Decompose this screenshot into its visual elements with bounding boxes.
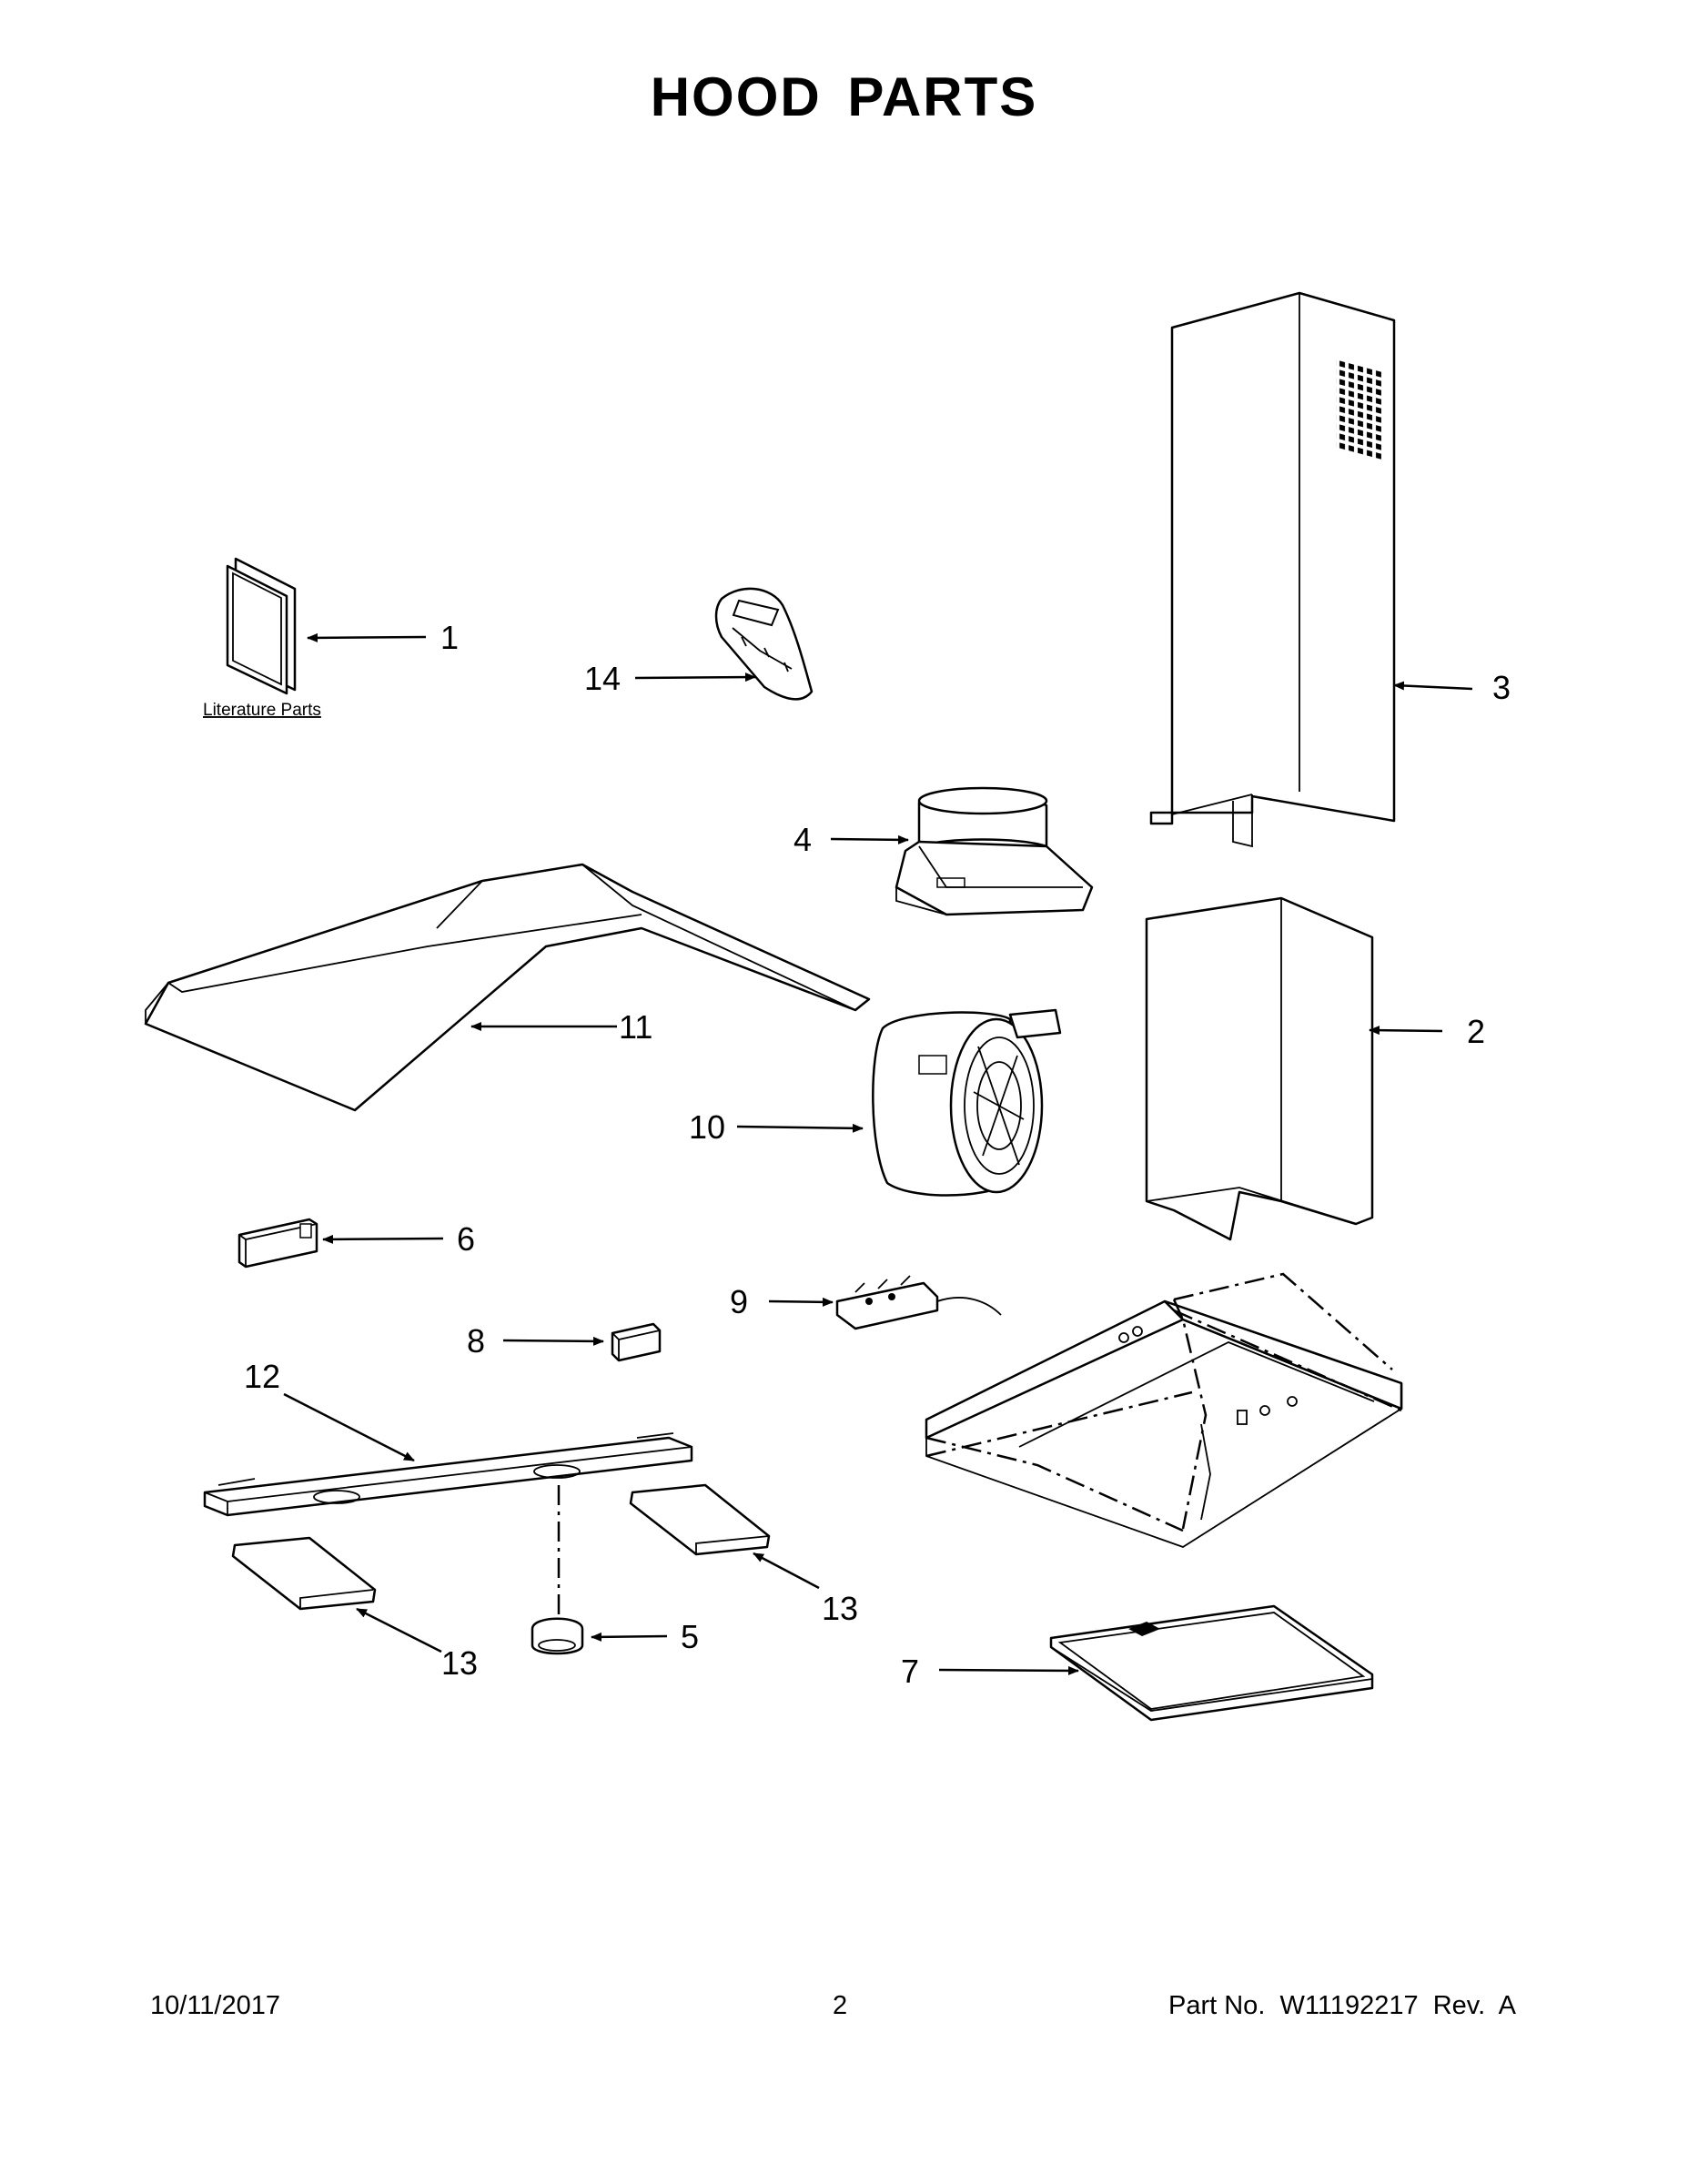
part-13-filter-left — [231, 1536, 377, 1611]
part-2-lower-chimney — [1145, 896, 1374, 1241]
page-title: HOOD PARTS — [650, 66, 1038, 127]
leader-8 — [502, 1336, 604, 1346]
literature-parts-label: Literature Parts — [203, 701, 321, 720]
leader-2 — [1369, 1026, 1443, 1036]
part-7-grease-filter — [1049, 1604, 1374, 1722]
callout-2: 2 — [1467, 1013, 1485, 1050]
part-3-upper-chimney — [1149, 291, 1396, 848]
part-8-small-box — [611, 1322, 662, 1362]
callout-4: 4 — [793, 821, 812, 858]
callout-8: 8 — [467, 1322, 485, 1360]
callout-9: 9 — [730, 1283, 748, 1320]
callout-7: 7 — [901, 1653, 919, 1690]
leader-13-left — [356, 1607, 442, 1653]
part-9-switch-board — [835, 1275, 1002, 1330]
part-12-light-panel — [203, 1432, 693, 1517]
callout-10: 10 — [689, 1108, 725, 1146]
part-10-blower-motor — [872, 1008, 1062, 1197]
part-14-hardware-bag — [714, 587, 814, 701]
leader-13-right — [753, 1552, 820, 1590]
footer-part-number: Part No. W11192217 Rev. A — [1168, 1991, 1517, 2020]
callout-13-left: 13 — [441, 1644, 478, 1682]
leader-3 — [1393, 681, 1473, 691]
callout-6: 6 — [457, 1220, 475, 1258]
part-1-literature — [226, 557, 297, 695]
part-5-lamp — [531, 1485, 584, 1655]
leader-12 — [283, 1392, 415, 1462]
leader-7 — [938, 1665, 1079, 1675]
leader-5 — [591, 1632, 668, 1642]
callout-5: 5 — [681, 1618, 699, 1655]
callout-14: 14 — [584, 660, 621, 697]
callout-13-right: 13 — [822, 1590, 858, 1627]
callout-3: 3 — [1492, 669, 1511, 706]
hood-body — [925, 1272, 1403, 1548]
leader-4 — [830, 834, 909, 844]
footer-page-number: 2 — [833, 1991, 848, 2020]
part-4-blower-housing — [895, 786, 1094, 916]
part-6-junction-box — [238, 1218, 318, 1269]
part-11-canopy-cover — [144, 863, 871, 1112]
callout-11: 11 — [619, 1008, 652, 1046]
leader-9 — [768, 1297, 834, 1307]
leader-1 — [307, 632, 427, 642]
footer-date: 10/11/2017 — [150, 1991, 280, 2020]
callout-1: 1 — [440, 619, 459, 656]
part-13-filter-right — [629, 1483, 771, 1556]
callout-12: 12 — [244, 1358, 280, 1395]
leader-10 — [736, 1123, 864, 1133]
leader-14 — [634, 672, 756, 682]
